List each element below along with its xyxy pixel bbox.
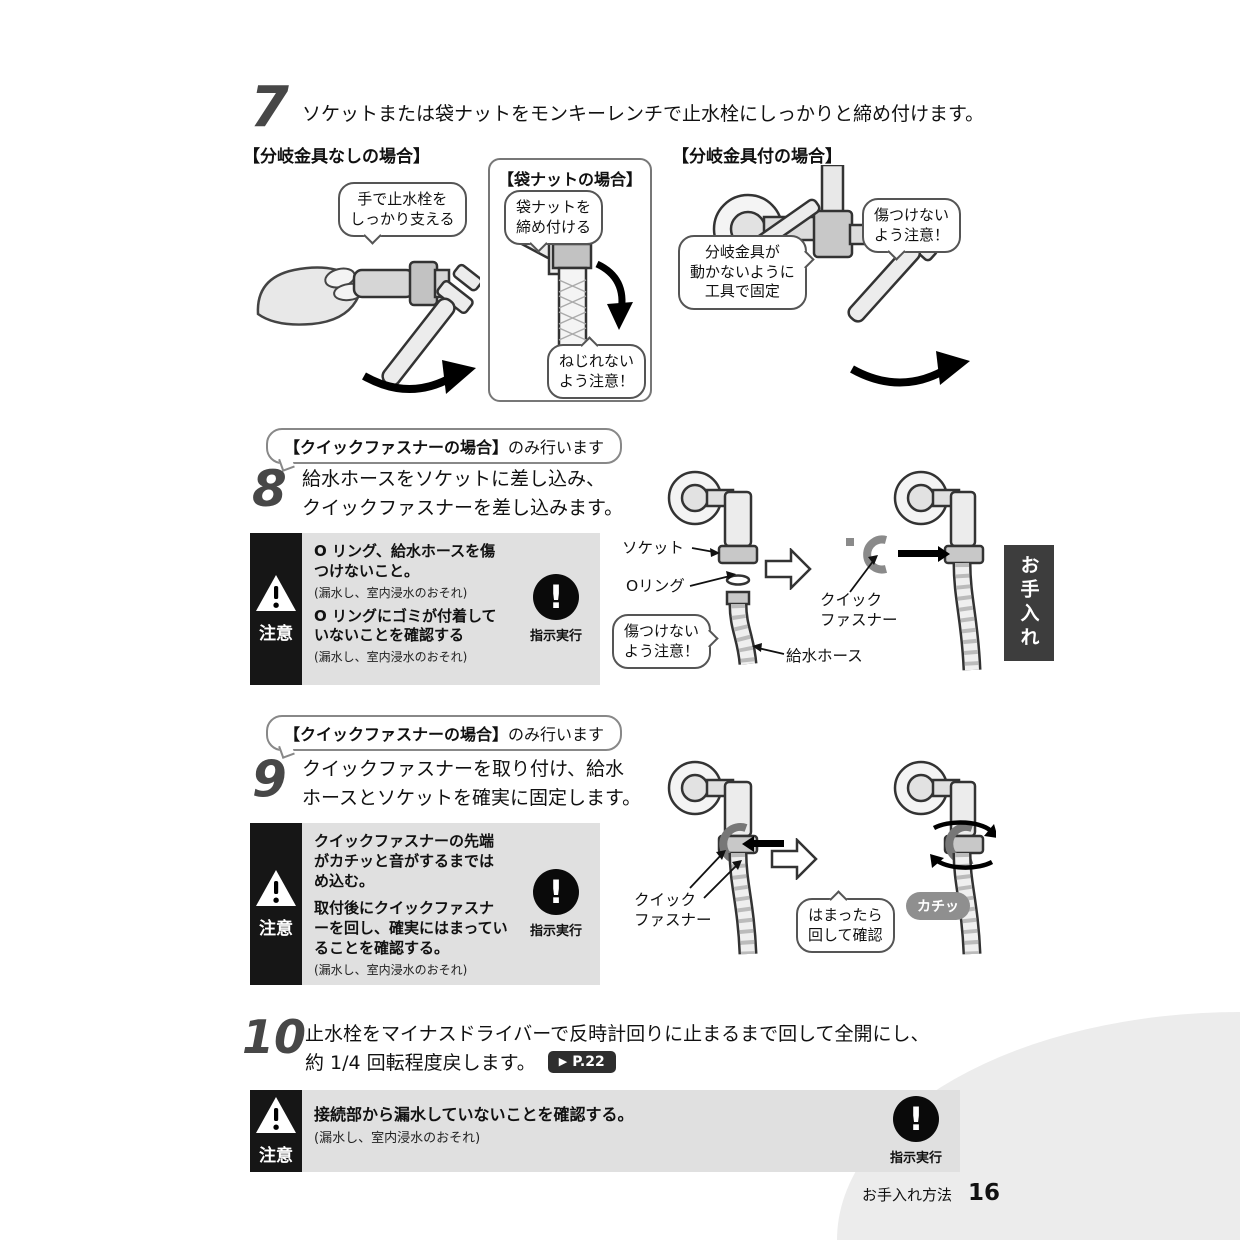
next-step-arrow-icon <box>770 838 818 880</box>
caution8-side: 注意 <box>250 533 302 685</box>
bubble-no-scratch-7: 傷つけない よう注意！ <box>862 198 962 253</box>
instruction-exclamation-icon: ! <box>533 869 579 915</box>
caution8-note2: (漏水し、室内浸水のおそれ) <box>314 650 468 665</box>
instruction-exclamation-icon: ! <box>533 574 579 620</box>
illustration-fastener-rotate-check <box>893 760 996 955</box>
step7-number: 7 <box>250 75 289 140</box>
page-ref-text: P.22 <box>572 1053 605 1070</box>
tag9-rest: のみ行います <box>508 725 605 744</box>
caution9-action-label: 指示実行 <box>529 924 582 939</box>
caution8-body: O リング、給水ホースを傷つけないこと。 (漏水し、室内浸水のおそれ) O リン… <box>302 533 512 685</box>
label-quick-fastener-8: クイック ファスナー <box>820 591 898 630</box>
caution8-action-label: 指示実行 <box>529 629 582 644</box>
tag-quick-fastener-9: 【クイックファスナーの場合】のみ行います <box>266 715 623 751</box>
tag9-bold: 【クイックファスナーの場合】 <box>284 725 509 744</box>
step10-number: 10 <box>242 1010 307 1064</box>
bubble-no-twist: ねじれない よう注意！ <box>547 344 647 399</box>
click-sound-badge: カチッ <box>906 892 970 920</box>
caution-box-10: 注意 接続部から漏水していないことを確認する。 (漏水し、室内浸水のおそれ) !… <box>250 1090 960 1172</box>
step8-text: 給水ホースをソケットに差し込み、 クイックファスナーを差し込みます。 <box>302 468 624 519</box>
caution10-body: 接続部から漏水していないことを確認する。 (漏水し、室内浸水のおそれ) <box>302 1090 872 1172</box>
case-label-no-branch: 【分岐金具なしの場合】 <box>243 147 430 167</box>
tag8-rest: のみ行います <box>508 438 605 457</box>
page-footer: お手入れ方法 16 <box>862 1180 1000 1206</box>
caution10-note: (漏水し、室内浸水のおそれ) <box>314 1131 481 1147</box>
page-ref-badge[interactable]: ▶ P.22 <box>547 1050 616 1073</box>
tag-quick-fastener-8: 【クイックファスナーの場合】のみ行います <box>266 428 623 464</box>
caution9-item2: 取付後にクイックファスナーを回し、確実にはまっていることを確認する。 <box>314 899 508 957</box>
caution10-action-label: 指示実行 <box>889 1151 942 1166</box>
bubble-no-scratch-8: 傷つけない よう注意！ <box>612 614 712 669</box>
bubble-fix-fitting: 分岐金具が 動かないように 工具で固定 <box>678 235 807 310</box>
caution9-side: 注意 <box>250 823 302 985</box>
bubble-tighten-nut: 袋ナットを 締め付ける <box>504 190 604 245</box>
step10-line1: 止水栓をマイナスドライバーで反時計回りに止まるまで回して全開にし、 <box>305 1023 930 1045</box>
caution9-item1: クイックファスナーの先端がカチッと音がするまではめ込む。 <box>314 832 495 890</box>
illustration-fastener-attach <box>667 760 784 955</box>
step10-line2: 約 1/4 回転程度戻します。 <box>305 1052 536 1074</box>
case-label-branch: 【分岐金具付の場合】 <box>672 147 842 167</box>
play-icon: ▶ <box>558 1055 568 1068</box>
caution9-label: 注意 <box>259 919 293 939</box>
caution10-side: 注意 <box>250 1090 302 1172</box>
caution10-action: ! 指示実行 <box>872 1090 960 1172</box>
step10-line2-row: 約 1/4 回転程度戻します。 ▶ P.22 <box>305 1048 616 1075</box>
warning-triangle-icon <box>256 1097 296 1133</box>
caution8-item2: O リングにゴミが付着していないことを確認する <box>314 606 497 645</box>
caution8-note1: (漏水し、室内浸水のおそれ) <box>314 585 468 600</box>
instruction-exclamation-icon: ! <box>893 1096 939 1142</box>
warning-triangle-icon <box>256 870 296 906</box>
label-quick-fastener-9: クイック ファスナー <box>634 891 712 930</box>
caution8-label: 注意 <box>259 624 293 644</box>
warning-triangle-icon <box>256 575 296 611</box>
bubble-rotate-check: はまったら 回して確認 <box>796 898 895 953</box>
caution10-label: 注意 <box>259 1146 293 1166</box>
caution9-action: ! 指示実行 <box>512 823 600 985</box>
label-oring: Oリング <box>626 577 685 595</box>
caution-box-8: 注意 O リング、給水ホースを傷つけないこと。 (漏水し、室内浸水のおそれ) O… <box>250 533 600 685</box>
step7-text: ソケットまたは袋ナットをモンキーレンチで止水栓にしっかりと締め付けます。 <box>302 103 985 125</box>
caution8-item1: O リング、給水ホースを傷つけないこと。 <box>314 542 496 580</box>
label-socket: ソケット <box>622 539 685 557</box>
tag8-bold: 【クイックファスナーの場合】 <box>284 438 509 457</box>
step9-text: クイックファスナーを取り付け、給水 ホースとソケットを確実に固定します。 <box>302 758 642 809</box>
caution10-item: 接続部から漏水していないことを確認する。 <box>314 1105 634 1124</box>
caution9-body: クイックファスナーの先端がカチッと音がするまではめ込む。 取付後にクイックファス… <box>302 823 512 985</box>
illustration-hand-holding-valve <box>256 260 480 394</box>
footer-page-number: 16 <box>968 1180 1001 1206</box>
footer-section-label: お手入れ方法 <box>862 1186 953 1204</box>
caution-box-9: 注意 クイックファスナーの先端がカチッと音がするまではめ込む。 取付後にクイック… <box>250 823 600 985</box>
step8-number: 8 <box>252 460 287 518</box>
caution9-note: (漏水し、室内浸水のおそれ) <box>314 962 468 977</box>
caution8-action: ! 指示実行 <box>512 533 600 685</box>
next-step-arrow-icon <box>764 548 812 590</box>
illustration-socket-oring-hose <box>667 470 759 665</box>
side-tab-care[interactable]: お手入れ <box>1004 545 1054 661</box>
illustration-fastener-insert <box>846 470 985 671</box>
case-label-nut: 【袋ナットの場合】 <box>497 170 642 189</box>
step9-number: 9 <box>252 750 287 808</box>
bubble-hold-valve: 手で止水栓を しっかり支える <box>338 182 467 237</box>
label-supply-hose: 給水ホース <box>786 647 863 665</box>
